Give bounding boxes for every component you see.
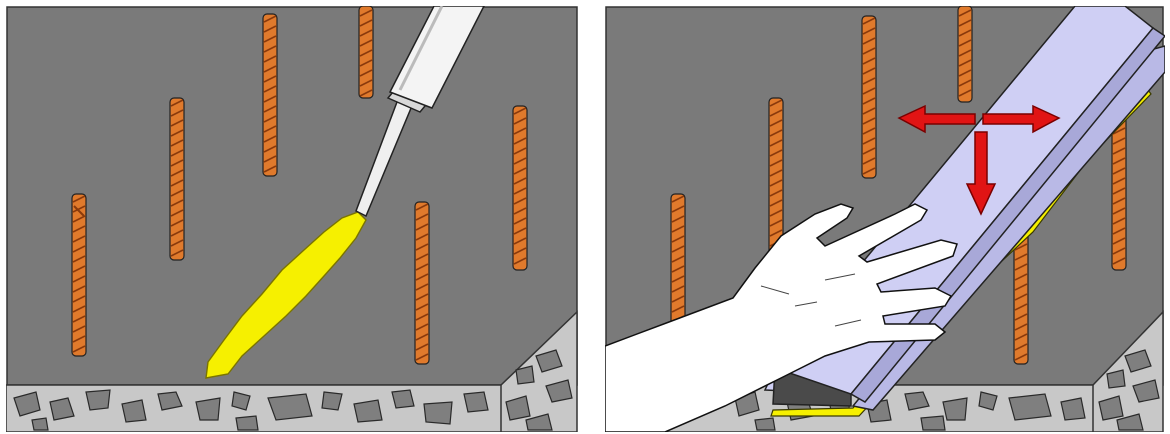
step-press-profile-panel <box>605 6 1165 432</box>
press-profile-illustration <box>605 6 1165 432</box>
step-apply-sealant-panel <box>6 6 579 432</box>
apply-sealant-illustration <box>6 6 579 432</box>
concrete-wall <box>7 7 577 385</box>
